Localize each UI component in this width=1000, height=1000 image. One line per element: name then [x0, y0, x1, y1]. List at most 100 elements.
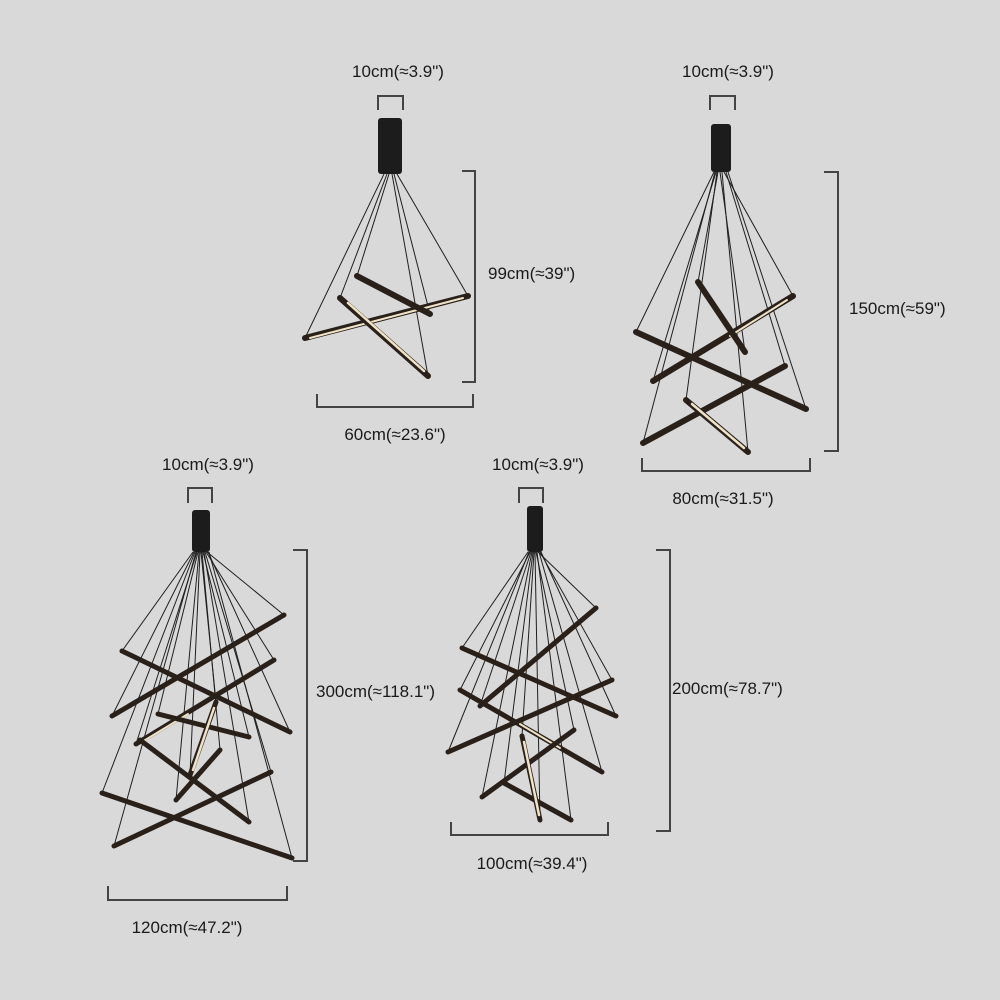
light-bar [109, 612, 287, 719]
suspension-wire [727, 171, 807, 410]
suspension-wire [175, 551, 200, 801]
ceiling-canopy [192, 510, 210, 552]
bar-body [695, 279, 748, 355]
suspension-wire [205, 551, 275, 661]
light-bar [119, 648, 293, 735]
height-bracket [656, 549, 671, 832]
height-bracket [824, 171, 839, 452]
lamp-medium: 10cm(≈3.9") 150cm(≈59") 80cm(≈31.5") [633, 62, 946, 508]
canopy-width-bracket [518, 487, 544, 503]
width-label: 60cm(≈23.6") [344, 425, 445, 444]
light-bar [337, 295, 431, 379]
bar-body [445, 677, 615, 755]
suspension-wire [447, 551, 530, 753]
light-bars [99, 612, 295, 861]
suspension-wire [189, 551, 201, 776]
canopy-width-bracket [187, 487, 213, 503]
light-bar [650, 293, 796, 384]
bar-body [155, 711, 252, 740]
suspension-wire [206, 551, 285, 616]
suspension-wire [135, 551, 198, 745]
height-label: 150cm(≈59") [849, 299, 946, 318]
lamp-xlarge: 10cm(≈3.9") [99, 455, 435, 937]
width-bracket [316, 394, 474, 408]
suspension-wires [635, 171, 807, 453]
lamp-large: 10cm(≈3.9") 20 [445, 455, 783, 873]
suspension-wire [356, 173, 390, 277]
bar-body [477, 605, 599, 709]
light-bars [445, 605, 619, 823]
light-bar [173, 747, 223, 803]
bar-body [109, 612, 287, 719]
bar-body [354, 273, 433, 317]
light-bar [477, 605, 599, 709]
led-strip [309, 297, 464, 339]
suspension-wire [642, 171, 716, 444]
suspension-wire [537, 551, 597, 609]
led-strip [346, 301, 426, 373]
ceiling-canopy [378, 118, 402, 174]
suspension-wire [539, 551, 613, 681]
width-bracket [450, 822, 609, 836]
canopy-width-bracket [709, 95, 736, 110]
canopy-width-label: 10cm(≈3.9") [682, 62, 774, 81]
width-label: 100cm(≈39.4") [477, 854, 588, 873]
suspension-wire [723, 171, 794, 297]
ceiling-canopy [527, 506, 543, 552]
canopy-width-label: 10cm(≈3.9") [492, 455, 584, 474]
height-label: 99cm(≈39") [488, 264, 575, 283]
suspension-wire [479, 551, 532, 707]
suspension-wire [538, 551, 603, 773]
light-bar [459, 645, 619, 719]
light-bar [187, 699, 219, 778]
light-bar [519, 733, 543, 823]
light-bar [302, 293, 471, 341]
bar-body [119, 648, 293, 735]
height-bracket [293, 549, 308, 862]
suspension-wire [111, 551, 195, 717]
suspension-wire [204, 551, 272, 773]
led-strip [191, 706, 216, 772]
bar-body [99, 790, 295, 861]
led-strip [522, 740, 541, 817]
suspension-wire [461, 551, 529, 649]
height-label: 300cm(≈118.1") [316, 682, 435, 701]
led-strip [729, 299, 788, 337]
light-bars [633, 279, 809, 455]
suspension-wires [101, 551, 293, 859]
suspension-wire [304, 173, 385, 339]
ceiling-canopy [711, 124, 731, 172]
suspension-wire [481, 551, 533, 798]
light-bars [302, 273, 471, 379]
suspension-wire [113, 551, 197, 847]
canopy-width-label: 10cm(≈3.9") [162, 455, 254, 474]
suspension-wires [447, 551, 617, 821]
width-bracket [107, 886, 288, 901]
suspension-wire [459, 551, 531, 691]
bar-body [633, 329, 809, 412]
suspension-wire [396, 173, 469, 297]
suspension-wire [208, 551, 293, 859]
bar-body [640, 363, 788, 446]
suspension-wire [534, 551, 541, 821]
suspension-wire [721, 171, 749, 453]
light-bar [683, 397, 751, 455]
suspension-wire [521, 551, 535, 737]
height-label: 200cm(≈78.7") [672, 679, 783, 698]
light-bar [633, 329, 809, 412]
bar-body [459, 645, 619, 719]
suspension-wire [207, 551, 291, 733]
suspension-wire [540, 551, 617, 717]
light-bar [445, 677, 615, 755]
bar-body [111, 769, 274, 849]
canopy-width-label: 10cm(≈3.9") [352, 62, 444, 81]
light-bar [354, 273, 433, 317]
width-label: 80cm(≈31.5") [672, 489, 773, 508]
suspension-wire [339, 173, 388, 299]
bar-body [173, 747, 223, 803]
bar-body [133, 657, 277, 747]
suspension-wire [697, 171, 719, 283]
suspension-wire [503, 551, 534, 784]
canopy-width-bracket [377, 95, 404, 110]
